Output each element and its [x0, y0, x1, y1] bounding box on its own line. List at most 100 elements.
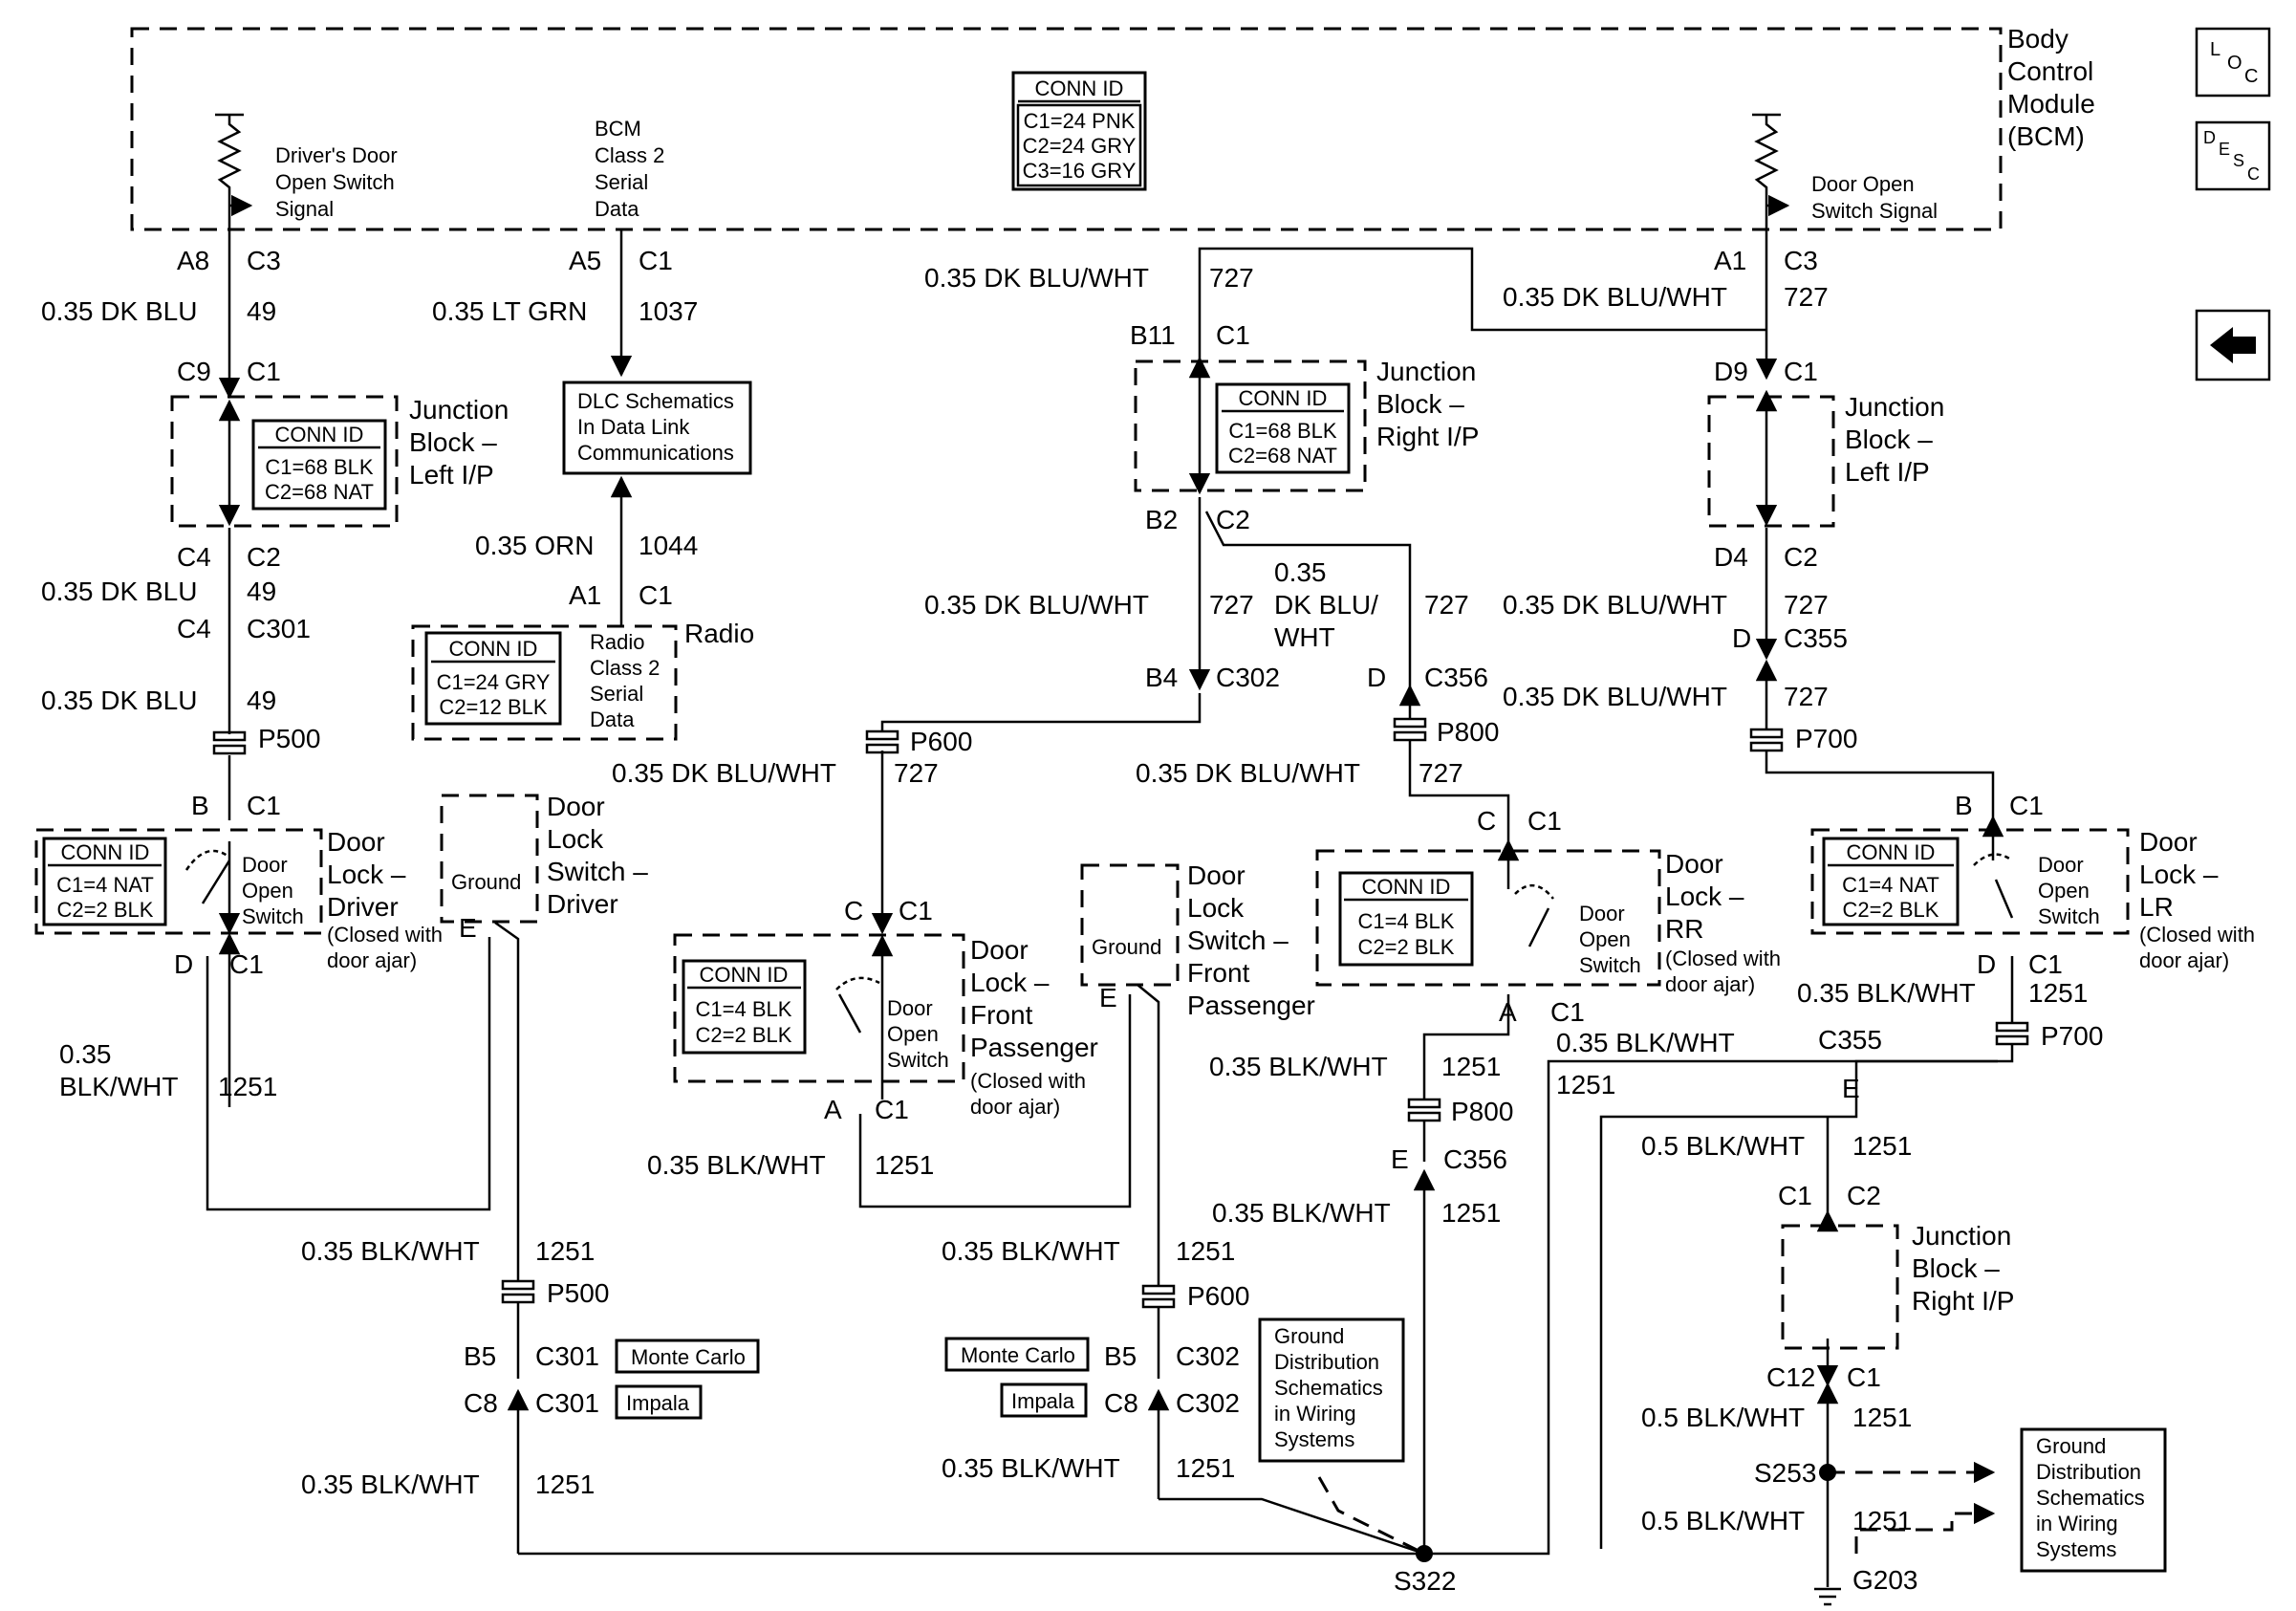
diagram-label: P700 — [1795, 724, 1857, 753]
splice-labels: P500 P500 P600 P600 P800 P800 P700 P700 … — [258, 717, 2103, 1596]
diagram-label: C2=68 NAT — [265, 480, 374, 504]
door-lock-switch-front-passenger: Ground Door Lock Switch – Front Passenge… — [1080, 860, 1315, 1020]
diagram-label: C — [1477, 806, 1496, 836]
diagram-label: Door — [1187, 860, 1245, 890]
diagram-label: A — [1499, 997, 1517, 1027]
diagram-label: (Closed with — [327, 923, 443, 947]
diagram-label: C8 — [464, 1388, 498, 1418]
junction-block-left-ip: Junction Block – Left I/P CONN ID C1=68 … — [170, 395, 509, 528]
diagram-label: B11 — [1130, 320, 1176, 350]
diagram-label: Door — [242, 853, 288, 877]
diagram-label: E — [1099, 983, 1117, 1012]
diagram-label: Door — [547, 792, 605, 821]
diagram-label: Lock — [547, 824, 604, 854]
diagram-label: 1251 — [1852, 1506, 1912, 1535]
diagram-label: 0.35 DK BLU/WHT — [924, 590, 1149, 620]
loc-button[interactable]: L O C — [2195, 27, 2271, 98]
diagram-label: C1=4 NAT — [56, 873, 154, 897]
diagram-label: C1 — [1784, 357, 1818, 386]
diagram-label: C2 — [247, 542, 281, 572]
diagram-label: C1 — [1778, 1181, 1812, 1210]
back-button[interactable] — [2195, 309, 2271, 381]
diagram-label: Open — [242, 879, 293, 903]
diagram-label: P800 — [1451, 1097, 1513, 1126]
diagram-label: C356 — [1424, 663, 1488, 692]
diagram-label: In Data Link — [577, 415, 690, 439]
diagram-label: (Closed with — [970, 1069, 1086, 1093]
diagram-label: 727 — [1784, 682, 1829, 711]
diagram-label: C1=68 BLK — [265, 455, 373, 479]
diagram-label: WHT — [1274, 622, 1335, 652]
diagram-label: C1 — [2028, 949, 2063, 979]
diagram-label: Distribution — [1274, 1350, 1379, 1374]
ground-distribution-ref-center[interactable]: Ground Distribution Schematics in Wiring… — [1258, 1317, 1405, 1463]
diagram-label: B5 — [464, 1341, 496, 1371]
diagram-label: 0.35 DK BLU/WHT — [1503, 590, 1727, 620]
diagram-label: 1037 — [639, 296, 698, 326]
diagram-label: G203 — [1852, 1565, 1918, 1595]
desc-icon: D — [2203, 128, 2216, 147]
diagram-label: RR — [1665, 914, 1703, 944]
diagram-label: 0.35 DK BLU/WHT — [924, 263, 1149, 293]
diagram-label: (Closed with — [1665, 947, 1781, 970]
diagram-label: B — [1955, 791, 1973, 820]
diagram-label: Switch – — [547, 857, 648, 886]
diagram-label: 1251 — [1176, 1236, 1235, 1266]
diagram-label: door ajar) — [327, 948, 417, 972]
diagram-label: C4 — [177, 542, 211, 572]
diagram-label: D — [1977, 949, 1996, 979]
dlc-schematics-ref[interactable]: DLC Schematics In Data Link Communicatio… — [562, 381, 752, 475]
diagram-label: E — [1842, 1074, 1860, 1103]
diagram-label: C2 — [1784, 542, 1818, 572]
diagram-label: P500 — [547, 1278, 609, 1308]
diagram-label: CONN ID — [1362, 875, 1451, 899]
diagram-label: Data — [590, 708, 635, 731]
diagram-label: 1251 — [1852, 1403, 1912, 1432]
diagram-label: 727 — [1784, 590, 1829, 620]
diagram-label: B2 — [1145, 505, 1178, 534]
wires — [206, 229, 2014, 1587]
diagram-label: C1 — [639, 246, 673, 275]
diagram-label: B4 — [1145, 663, 1178, 692]
model-tags: Monte Carlo Impala Monte Carlo Impala — [615, 1337, 1090, 1420]
diagram-label: Junction — [1845, 392, 1944, 422]
diagram-label: E — [459, 913, 477, 943]
diagram-label: Ground — [1092, 935, 1161, 959]
diagram-label: Switch – — [1187, 925, 1289, 955]
diagram-label: Radio — [684, 619, 754, 648]
diagram-label: S253 — [1754, 1458, 1816, 1488]
door-lock-lr: CONN ID C1=4 NAT C2=2 BLK Door Open Swit… — [1810, 827, 2255, 972]
diagram-label: 1251 — [1441, 1198, 1501, 1228]
diagram-label: 1044 — [639, 531, 698, 560]
diagram-label: Serial — [595, 170, 648, 194]
diagram-label: door ajar) — [2139, 948, 2229, 972]
diagram-label: Passenger — [970, 1033, 1098, 1062]
desc-button[interactable]: D E S C — [2195, 120, 2271, 191]
diagram-label: C1 — [1847, 1362, 1881, 1392]
diagram-label: C1=4 BLK — [1358, 909, 1455, 933]
diagram-label: Open — [887, 1022, 939, 1046]
diagram-label: Switch — [887, 1048, 949, 1072]
diagram-label: CONN ID — [275, 423, 364, 446]
door-lock-driver: CONN ID C1=4 NAT C2=2 BLK Door Open Swit… — [34, 827, 443, 972]
ground-distribution-ref-right[interactable]: Ground Distribution Schematics in Wiring… — [2020, 1427, 2167, 1573]
diagram-label: 0.5 BLK/WHT — [1641, 1131, 1805, 1161]
diagram-label: E — [2219, 140, 2230, 159]
diagram-label: Impala — [1011, 1389, 1075, 1413]
diagram-label: P600 — [1187, 1281, 1249, 1311]
diagram-label: Left I/P — [1845, 457, 1930, 487]
diagram-label: B5 — [1104, 1341, 1137, 1371]
diagram-label: Junction — [1376, 357, 1476, 386]
diagram-label: BCM — [595, 117, 641, 141]
diagram-label: Open Switch — [275, 170, 395, 194]
diagram-label: C1=24 GRY — [437, 670, 551, 694]
diagram-label: Lock — [1187, 893, 1245, 923]
diagram-label: C1 — [875, 1095, 909, 1124]
diagram-label: 727 — [1209, 263, 1254, 293]
diagram-label: 0.35 BLK/WHT — [942, 1453, 1120, 1483]
diagram-label: CONN ID — [449, 637, 538, 661]
diagram-label: Block – — [1845, 425, 1933, 454]
